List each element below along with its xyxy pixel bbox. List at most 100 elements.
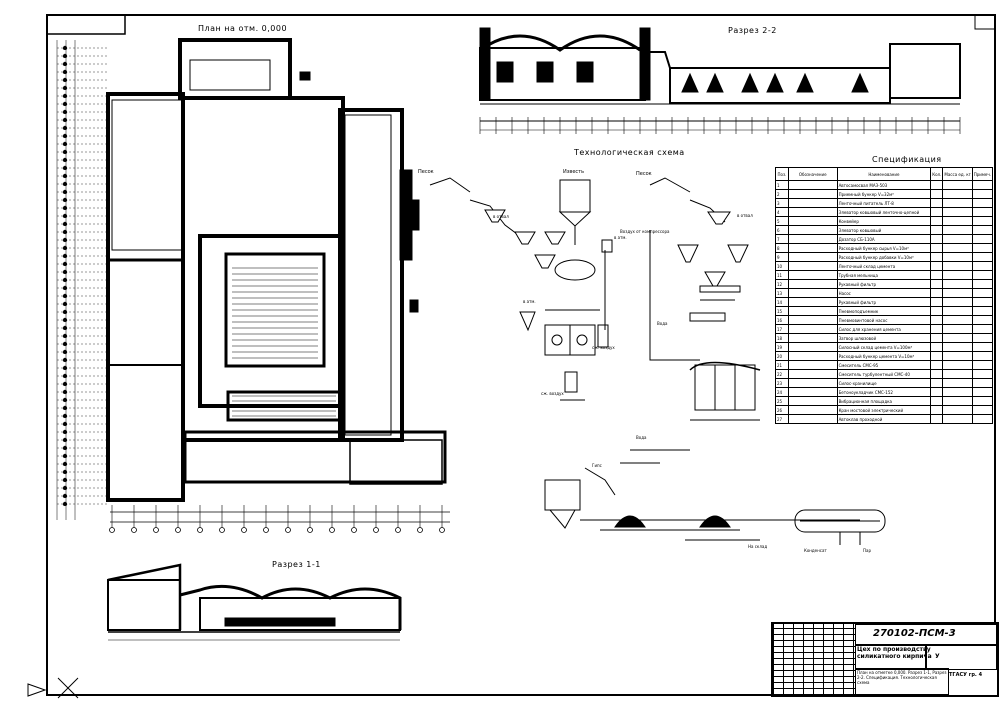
spec-cell	[971, 261, 994, 271]
spec-cell	[930, 180, 944, 190]
spec-cell	[787, 306, 838, 316]
spec-cell	[787, 261, 838, 271]
spec-cell	[787, 387, 838, 397]
section-2-2	[479, 27, 961, 134]
spec-cell	[942, 180, 973, 190]
spec-cell	[942, 279, 973, 289]
spec-cell	[930, 216, 944, 226]
spec-pos: 4	[775, 207, 789, 217]
spec-pos: 26	[775, 405, 789, 415]
label-voda-1: Вода	[657, 321, 668, 326]
spec-name: Насос	[836, 288, 932, 298]
plan-axis-marker	[62, 245, 68, 251]
plan-axis-marker	[62, 349, 68, 355]
plan-axis-marker	[62, 101, 68, 107]
section-machine	[536, 61, 554, 83]
section-machine	[741, 72, 759, 93]
plan-axis-bubble	[329, 527, 335, 533]
plan-axis-marker	[62, 397, 68, 403]
spec-cell	[787, 288, 838, 298]
spec-pos: 11	[775, 270, 789, 280]
spec-cell	[942, 369, 973, 379]
spec-cell	[930, 360, 944, 370]
plan-axis-marker	[62, 381, 68, 387]
plan-axis-marker	[62, 365, 68, 371]
spec-cell	[930, 279, 944, 289]
plan-axis-bubble	[175, 527, 181, 533]
plan-axis-marker	[62, 141, 68, 147]
spec-cell	[787, 234, 838, 244]
label-v-atm-2: в атм.	[523, 299, 536, 304]
spec-cell	[971, 387, 994, 397]
organization: ТГАСУ гр. 4	[949, 672, 983, 678]
spec-pos: 19	[775, 342, 789, 352]
plan-axis-marker	[62, 77, 68, 83]
spec-cell	[942, 378, 973, 388]
plan-axis-marker	[62, 333, 68, 339]
spec-cell	[971, 351, 994, 361]
plan-axis-marker	[62, 501, 68, 507]
spec-cell	[930, 405, 944, 415]
plan-axis-marker	[62, 213, 68, 219]
spec-title: Спецификация	[872, 155, 942, 164]
spec-cell	[787, 180, 838, 190]
spec-cell	[930, 225, 944, 235]
label-pesok-2: Песок	[636, 171, 652, 177]
spec-cell	[930, 270, 944, 280]
label-v-otval-2: в отвал	[737, 213, 753, 218]
spec-name: Силос-хранилище	[836, 378, 932, 388]
plan-axis-marker	[62, 493, 68, 499]
spec-name: Расходный бункер цемента V=10м³	[836, 351, 932, 361]
spec-cell	[930, 414, 944, 424]
section-machine	[851, 72, 869, 93]
spec-pos: 17	[775, 324, 789, 334]
spec-cell	[971, 252, 994, 262]
spec-cell	[971, 396, 994, 406]
label-gips: Гипс	[592, 463, 602, 468]
spec-pos: 6	[775, 225, 789, 235]
frame-tab-corner	[974, 14, 996, 30]
crosshair-icon	[27, 677, 79, 699]
section-machine	[766, 72, 784, 93]
spec-cell	[930, 306, 944, 316]
spec-pos: 15	[775, 306, 789, 316]
spec-cell	[787, 198, 838, 208]
spec-cell	[787, 243, 838, 253]
plan-axis-marker	[62, 189, 68, 195]
spec-pos: 18	[775, 333, 789, 343]
spec-name: Пневмовинтовой насос	[836, 315, 932, 325]
spec-cell	[942, 315, 973, 325]
plan-axis-bubble	[241, 527, 247, 533]
spec-cell	[930, 342, 944, 352]
plan-axis-marker	[62, 173, 68, 179]
label-pesok: Песок	[418, 169, 434, 175]
plan-axis-marker	[62, 485, 68, 491]
plan-axis-marker	[62, 325, 68, 331]
spec-cell	[942, 243, 973, 253]
spec-pos: 12	[775, 279, 789, 289]
spec-pos: 22	[775, 369, 789, 379]
spec-name: Рукавный фильтр	[836, 297, 932, 307]
spec-cell	[930, 369, 944, 379]
spec-cell	[787, 315, 838, 325]
floor-plan	[56, 38, 450, 533]
plan-axis-marker	[62, 221, 68, 227]
plan-axis-marker	[62, 165, 68, 171]
spec-cell	[942, 387, 973, 397]
plan-axis-marker	[62, 285, 68, 291]
spec-table-header: Поз. Обозначение Наименование Кол. Масса…	[775, 167, 994, 181]
spec-cell	[942, 270, 973, 280]
spec-name: Смеситель СМС-95	[836, 360, 932, 370]
section-1-1-title: Разрез 1-1	[272, 560, 321, 569]
spec-pos: 1	[775, 180, 789, 190]
